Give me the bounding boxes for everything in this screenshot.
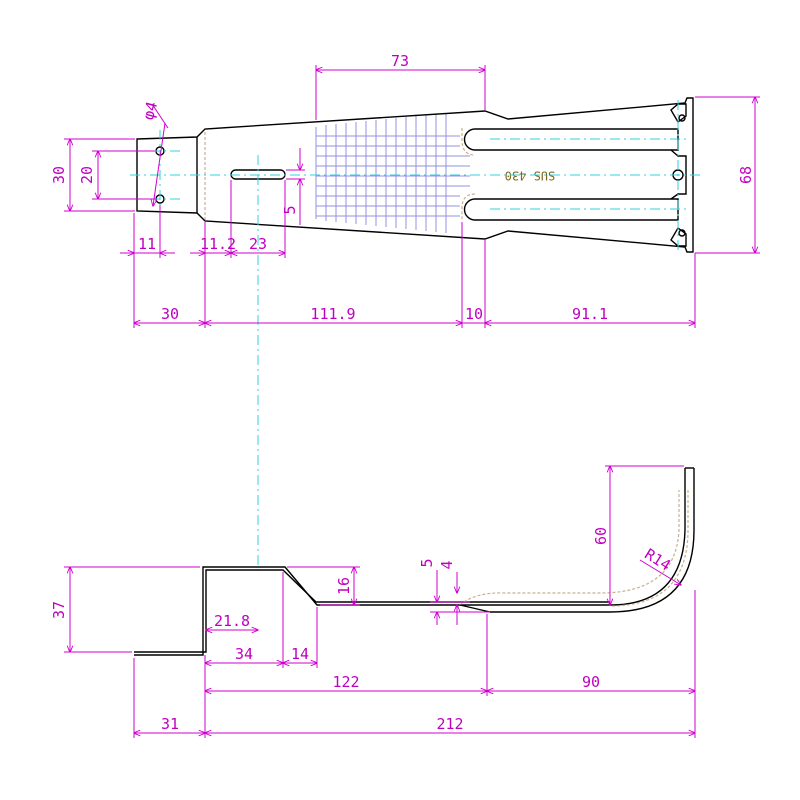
dim-phi4: φ4 bbox=[139, 100, 161, 122]
dim-23: 23 bbox=[249, 235, 267, 253]
dim-90: 90 bbox=[582, 673, 600, 691]
bend-zone-side bbox=[459, 490, 680, 606]
rib-hatching bbox=[315, 113, 470, 233]
dim-5-slot: 5 bbox=[281, 205, 299, 214]
side-profile bbox=[134, 468, 686, 656]
dim-60-height: 60 bbox=[592, 527, 610, 545]
dim-31: 31 bbox=[161, 715, 179, 733]
dim-11: 11 bbox=[138, 235, 156, 253]
dim-16-height: 16 bbox=[335, 577, 353, 595]
bend-line-mid bbox=[461, 128, 476, 220]
dim-111-9: 111.9 bbox=[310, 305, 355, 323]
dim-21-8: 21.8 bbox=[214, 612, 250, 630]
side-view bbox=[134, 467, 695, 656]
dim-r14: R14 bbox=[641, 545, 674, 575]
dim-212: 212 bbox=[436, 715, 463, 733]
part-outline bbox=[136, 97, 694, 253]
dim-37-height: 37 bbox=[50, 601, 68, 619]
slot-upper bbox=[463, 128, 679, 151]
plan-view: SUS 430 bbox=[130, 97, 700, 570]
dim-14: 14 bbox=[291, 645, 309, 663]
dim-4: 4 bbox=[438, 560, 456, 569]
dim-73: 73 bbox=[391, 52, 409, 70]
dim-30-width: 30 bbox=[161, 305, 179, 323]
dim-20-height: 20 bbox=[78, 166, 96, 184]
dim-5-thk: 5 bbox=[418, 558, 436, 567]
plan-dimensions: 73 φ4 30 20 5 68 bbox=[50, 52, 760, 328]
dim-68-height: 68 bbox=[737, 166, 755, 184]
dim-30-height: 30 bbox=[50, 166, 68, 184]
side-dimensions: 37 21.8 16 5 4 60 R14 34 bbox=[50, 466, 695, 738]
dim-10: 10 bbox=[465, 305, 483, 323]
dim-11-2: 11.2 bbox=[200, 235, 236, 253]
dim-34: 34 bbox=[235, 645, 253, 663]
dim-91-1: 91.1 bbox=[572, 305, 608, 323]
dim-122: 122 bbox=[332, 673, 359, 691]
slot-lower bbox=[463, 198, 679, 221]
